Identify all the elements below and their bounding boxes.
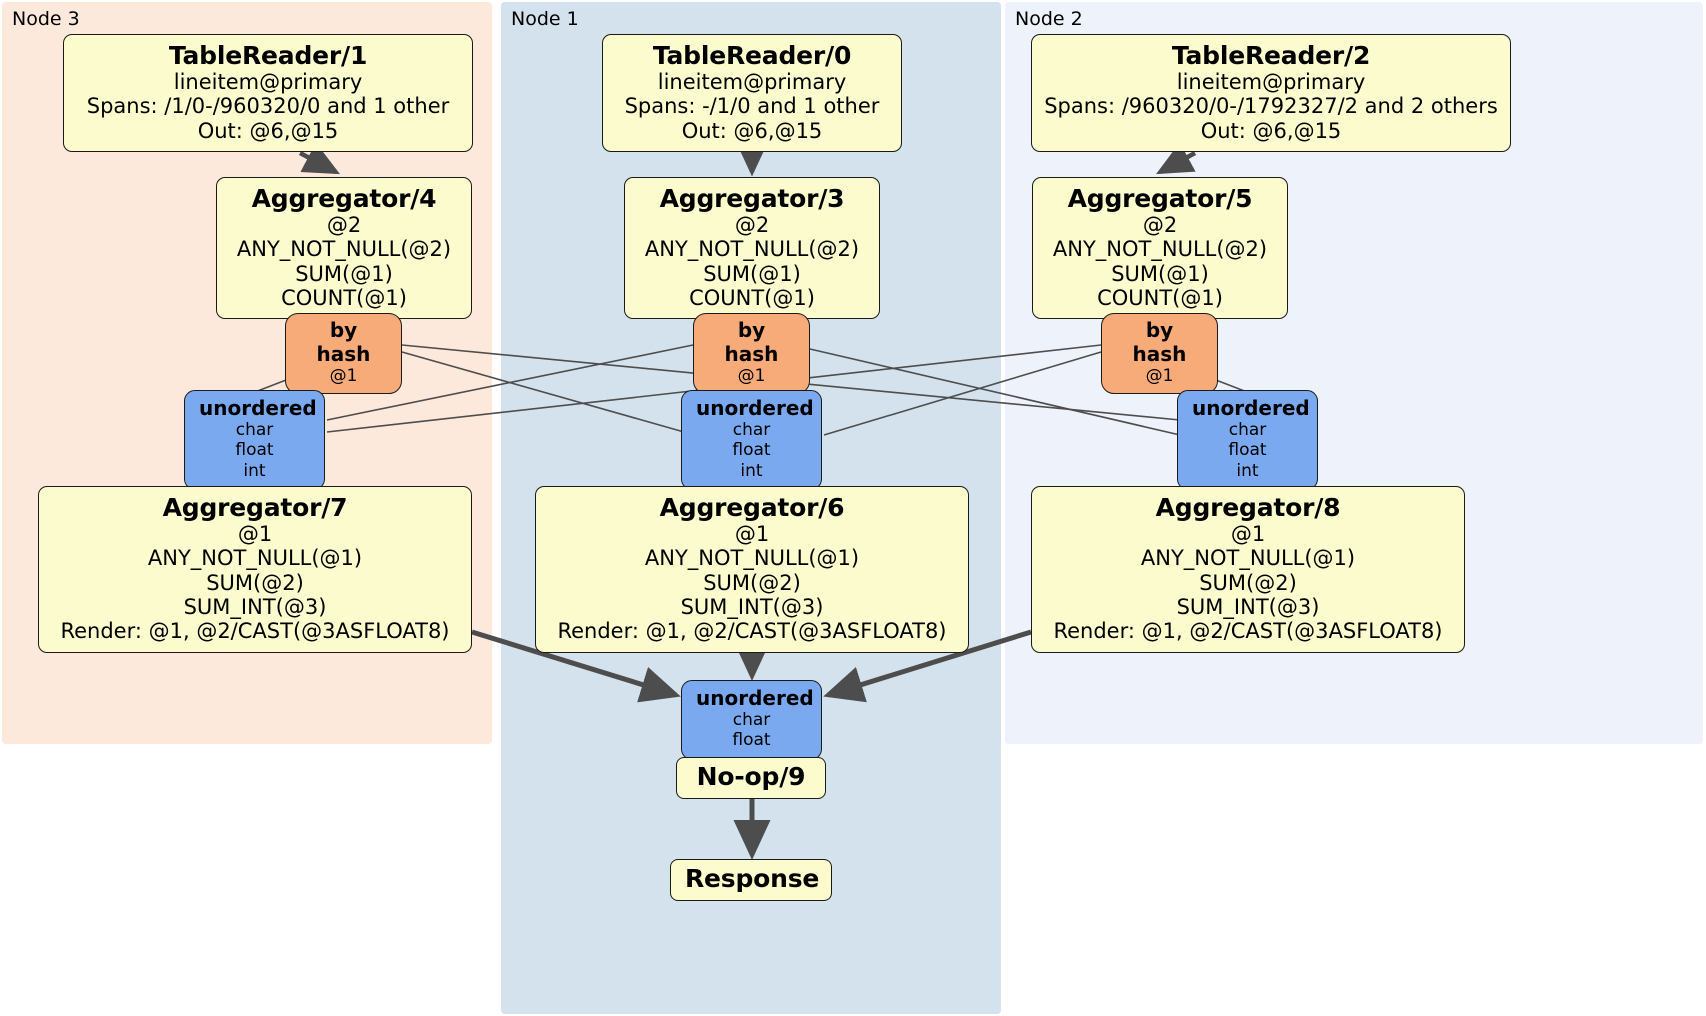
synchronizer-unordered-final[interactable]: unordered char float — [681, 680, 822, 760]
aggregator-3-box[interactable]: Aggregator/3 @2 ANY_NOT_NULL(@2) SUM(@1)… — [624, 177, 880, 320]
no-op-9-box[interactable]: No-op/9 — [676, 757, 826, 799]
aggregator-8-render: Render: @1, @2/CAST(@3ASFLOAT8) — [1053, 619, 1443, 644]
aggregator-7-agg1: ANY_NOT_NULL(@1) — [147, 546, 363, 571]
synchronizer-unordered-node1-type-1: float — [732, 440, 771, 461]
aggregator-3-group: @2 — [734, 213, 770, 237]
aggregator-4-box[interactable]: Aggregator/4 @2 ANY_NOT_NULL(@2) SUM(@1)… — [216, 177, 472, 320]
aggregator-6-group: @1 — [734, 522, 770, 546]
router-by-hash-node1[interactable]: by hash @1 — [693, 313, 810, 395]
synchronizer-unordered-node3-type-0: char — [235, 420, 274, 440]
router-by-hash-node2[interactable]: by hash @1 — [1101, 313, 1218, 395]
table-reader-1-source: lineitem@primary — [173, 70, 363, 94]
aggregator-7-group: @1 — [237, 522, 273, 546]
table-reader-2-box[interactable]: TableReader/2 lineitem@primary Spans: /9… — [1031, 34, 1511, 153]
router-by-hash-node3-title: by hash — [316, 318, 371, 366]
aggregator-4-agg3: COUNT(@1) — [281, 286, 407, 311]
aggregator-4-agg1: ANY_NOT_NULL(@2) — [236, 237, 452, 262]
table-reader-1-box[interactable]: TableReader/1 lineitem@primary Spans: /1… — [63, 34, 473, 153]
aggregator-5-title: Aggregator/5 — [1067, 184, 1253, 213]
table-reader-1-spans: Spans: /1/0-/960320/0 and 1 other — [86, 94, 450, 119]
aggregator-5-group: @2 — [1142, 213, 1178, 237]
aggregator-7-render: Render: @1, @2/CAST(@3ASFLOAT8) — [60, 619, 450, 644]
aggregator-6-render: Render: @1, @2/CAST(@3ASFLOAT8) — [557, 619, 947, 644]
synchronizer-unordered-node3-title: unordered — [199, 396, 317, 420]
table-reader-1-title: TableReader/1 — [168, 41, 368, 70]
aggregator-5-box[interactable]: Aggregator/5 @2 ANY_NOT_NULL(@2) SUM(@1)… — [1032, 177, 1288, 320]
table-reader-2-source: lineitem@primary — [1176, 70, 1366, 94]
synchronizer-unordered-node3-type-1: float — [235, 440, 274, 461]
aggregator-7-agg2: SUM(@2) — [206, 570, 304, 595]
table-reader-1-out: Out: @6,@15 — [197, 118, 339, 143]
synchronizer-unordered-node2-type-0: char — [1228, 420, 1267, 440]
table-reader-0-box[interactable]: TableReader/0 lineitem@primary Spans: -/… — [602, 34, 902, 153]
aggregator-8-agg3: SUM_INT(@3) — [1176, 595, 1320, 620]
synchronizer-unordered-final-title: unordered — [696, 686, 814, 710]
aggregator-4-agg2: SUM(@1) — [295, 261, 393, 286]
aggregator-5-agg3: COUNT(@1) — [1097, 286, 1223, 311]
response-box[interactable]: Response — [670, 859, 832, 901]
table-reader-2-spans: Spans: /960320/0-/1792327/2 and 2 others — [1044, 94, 1498, 119]
table-reader-0-source: lineitem@primary — [657, 70, 847, 94]
aggregator-8-agg1: ANY_NOT_NULL(@1) — [1140, 546, 1356, 571]
aggregator-4-title: Aggregator/4 — [251, 184, 437, 213]
synchronizer-unordered-node1-type-2: int — [740, 460, 763, 481]
router-by-hash-node3-column: @1 — [329, 366, 358, 387]
synchronizer-unordered-node2-type-1: float — [1228, 440, 1267, 461]
router-by-hash-node1-title: by hash — [724, 318, 779, 366]
synchronizer-unordered-node2-type-2: int — [1236, 460, 1259, 481]
synchronizer-unordered-node1-title: unordered — [696, 396, 814, 420]
table-reader-2-title: TableReader/2 — [1171, 41, 1371, 70]
aggregator-6-agg1: ANY_NOT_NULL(@1) — [644, 546, 860, 571]
aggregator-8-box[interactable]: Aggregator/8 @1 ANY_NOT_NULL(@1) SUM(@2)… — [1031, 486, 1465, 653]
router-by-hash-node2-title: by hash — [1132, 318, 1187, 366]
synchronizer-unordered-node2-title: unordered — [1192, 396, 1310, 420]
aggregator-7-title: Aggregator/7 — [162, 493, 348, 522]
aggregator-3-title: Aggregator/3 — [659, 184, 845, 213]
aggregator-5-agg1: ANY_NOT_NULL(@2) — [1052, 237, 1268, 262]
node-panel-label-node2: Node 2 — [1015, 8, 1083, 30]
synchronizer-unordered-node1-type-0: char — [732, 420, 771, 440]
node-panel-label-node3: Node 3 — [12, 8, 80, 30]
table-reader-0-out: Out: @6,@15 — [681, 118, 823, 143]
router-by-hash-node2-column: @1 — [1145, 366, 1174, 387]
table-reader-0-spans: Spans: -/1/0 and 1 other — [624, 94, 880, 119]
aggregator-8-group: @1 — [1230, 522, 1266, 546]
aggregator-5-agg2: SUM(@1) — [1111, 261, 1209, 286]
synchronizer-unordered-final-type-1: float — [732, 730, 771, 751]
node-panel-label-node1: Node 1 — [511, 8, 579, 30]
aggregator-4-group: @2 — [326, 213, 362, 237]
aggregator-3-agg3: COUNT(@1) — [689, 286, 815, 311]
router-by-hash-node3[interactable]: by hash @1 — [285, 313, 402, 395]
response-title: Response — [685, 864, 820, 893]
synchronizer-unordered-node2[interactable]: unordered char float int — [1177, 390, 1318, 491]
no-op-9-title: No-op/9 — [696, 762, 806, 791]
aggregator-6-agg2: SUM(@2) — [703, 570, 801, 595]
synchronizer-unordered-node3[interactable]: unordered char float int — [184, 390, 325, 491]
aggregator-8-title: Aggregator/8 — [1155, 493, 1341, 522]
table-reader-2-out: Out: @6,@15 — [1200, 118, 1342, 143]
aggregator-7-box[interactable]: Aggregator/7 @1 ANY_NOT_NULL(@1) SUM(@2)… — [38, 486, 472, 653]
router-by-hash-node1-column: @1 — [737, 366, 766, 387]
aggregator-8-agg2: SUM(@2) — [1199, 570, 1297, 595]
aggregator-6-agg3: SUM_INT(@3) — [680, 595, 824, 620]
synchronizer-unordered-node1[interactable]: unordered char float int — [681, 390, 822, 491]
table-reader-0-title: TableReader/0 — [652, 41, 852, 70]
aggregator-3-agg2: SUM(@1) — [703, 261, 801, 286]
aggregator-3-agg1: ANY_NOT_NULL(@2) — [644, 237, 860, 262]
aggregator-6-title: Aggregator/6 — [659, 493, 845, 522]
synchronizer-unordered-final-type-0: char — [732, 710, 771, 730]
aggregator-6-box[interactable]: Aggregator/6 @1 ANY_NOT_NULL(@1) SUM(@2)… — [535, 486, 969, 653]
aggregator-7-agg3: SUM_INT(@3) — [183, 595, 327, 620]
synchronizer-unordered-node3-type-2: int — [243, 460, 266, 481]
